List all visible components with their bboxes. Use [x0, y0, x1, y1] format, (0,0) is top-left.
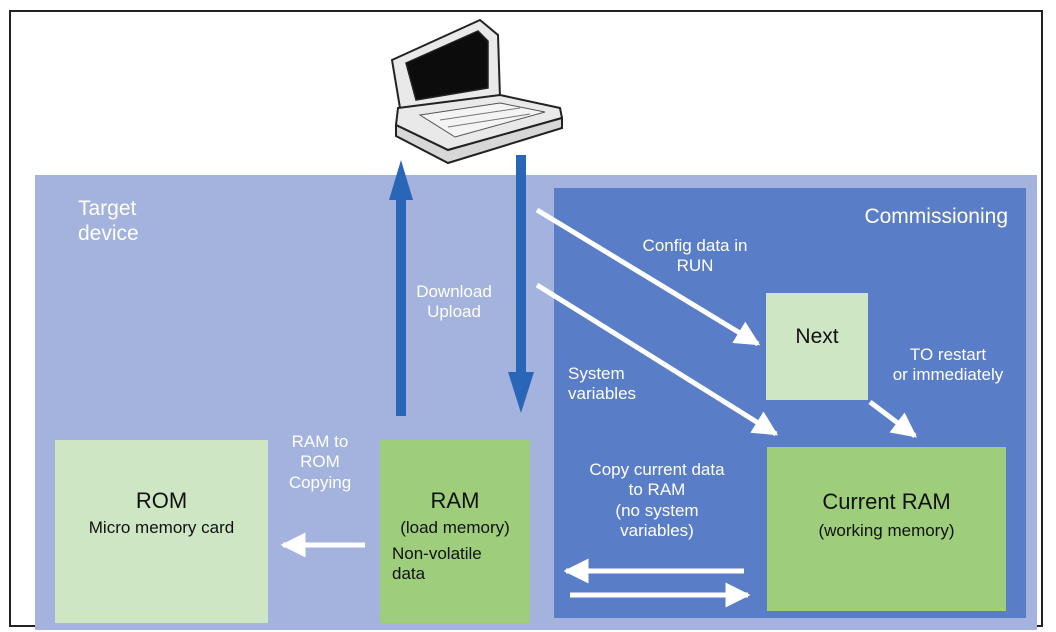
config-line2: RUN [676, 256, 714, 276]
system-variables-label: System variables [568, 364, 668, 405]
copy-line4: variables) [620, 521, 694, 541]
target-label-line2: device [78, 222, 139, 246]
to-restart-arrow [868, 400, 917, 438]
to-restart-label: TO restart or immediately [868, 345, 1028, 386]
current-ram-subtitle: (working memory) [818, 521, 955, 540]
download-arrow [508, 155, 534, 413]
download-upload-label: Download Upload [404, 282, 504, 323]
commissioning-label: Commissioning [864, 205, 1008, 228]
copy-line1: Copy current data [589, 460, 725, 479]
to-restart-line2: or immediately [892, 365, 1004, 385]
target-device-label: Target device [78, 196, 139, 246]
rom-title: ROM [135, 488, 188, 513]
system-line1: System [568, 364, 625, 383]
ram-box: RAM (load memory) Non-volatile data [380, 440, 530, 623]
next-title: Next [795, 325, 839, 348]
ram-title: RAM [430, 488, 480, 513]
ram-to-rom-line2: ROM [300, 452, 340, 472]
target-label-line1: Target [78, 197, 137, 220]
rom-box: ROM Micro memory card [55, 440, 268, 623]
system-line2: variables [568, 384, 637, 404]
upload-arrow [389, 160, 413, 416]
current-ram-title: Current RAM [822, 489, 951, 514]
next-box: Next [766, 293, 868, 400]
ram-to-rom-line3: Copying [288, 472, 352, 492]
ram-note-line1: Non-volatile [392, 544, 482, 563]
ram-note-line2: data [392, 564, 426, 583]
config-arrow [535, 207, 761, 347]
ram-note: Non-volatile data [380, 544, 530, 584]
config-data-label: Config data in RUN [625, 236, 765, 277]
system-variables-arrow [535, 282, 779, 437]
ram-to-rom-line1: RAM to [291, 432, 349, 451]
config-line1: Config data in [642, 236, 748, 255]
current-ram-box: Current RAM (working memory) [767, 447, 1006, 611]
copy-current-label: Copy current data to RAM (no system vari… [562, 460, 752, 542]
copy-line2: to RAM [628, 480, 686, 500]
download-label: Download [416, 282, 492, 301]
copy-line3: (no system [615, 500, 699, 520]
ram-subtitle: (load memory) [400, 518, 510, 537]
to-restart-line1: TO restart [909, 345, 987, 364]
rom-subtitle: Micro memory card [88, 518, 235, 537]
upload-label: Upload [427, 302, 481, 322]
ram-to-rom-label: RAM to ROM Copying [275, 432, 365, 493]
